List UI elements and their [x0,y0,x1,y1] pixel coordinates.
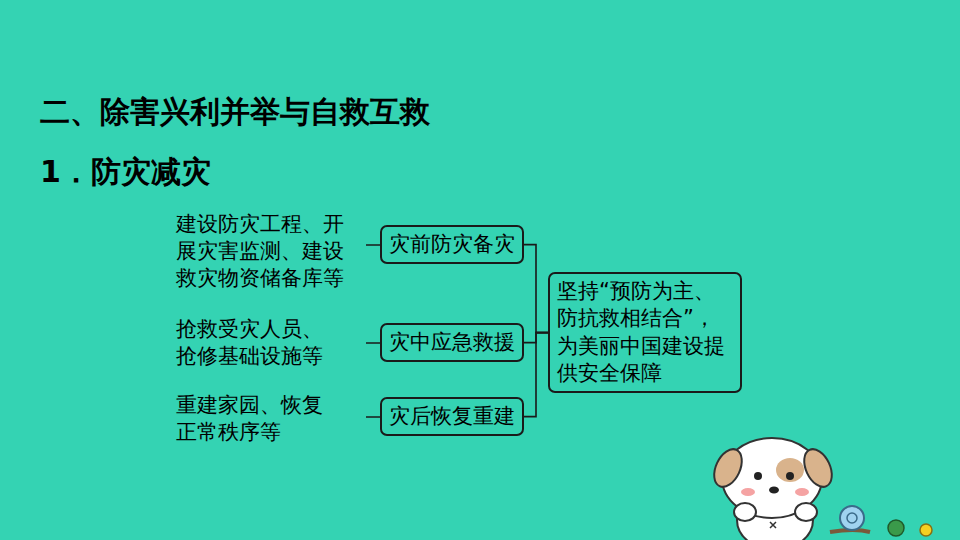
box-text: 坚持“预防为主、 防抗救相结合”， 为美丽中国建设提 供安全保障 [557,278,733,387]
leader-line [366,342,380,344]
bracket-connector [524,245,548,333]
leader-line [366,416,380,418]
bracket-connector [524,333,548,417]
text-box: 坚持“预防为主、 防抗救相结合”， 为美丽中国建设提 供安全保障 [548,272,742,393]
box-text: 灾后恢复重建 [389,403,515,430]
text-box: 灾中应急救援 [380,323,524,362]
box-text: 灾前防灾备灾 [389,231,515,258]
dog-illustration [709,438,838,540]
snail-illustration [830,506,932,536]
note-text: 抢救受灾人员、 抢修基础设施等 [176,316,330,370]
text-box: 灾前防灾备灾 [380,225,524,264]
section-heading: 1．防灾减灾 [40,152,211,193]
slide-title: 二、除害兴利并举与自救互救 [40,92,430,133]
note-text: 建设防灾工程、开 展灾害监测、建设 救灾物资储备库等 [176,211,351,292]
leader-line [366,244,380,246]
text-box: 灾后恢复重建 [380,397,524,436]
box-text: 灾中应急救援 [389,329,515,356]
note-text: 重建家园、恢复 正常秩序等 [176,392,330,446]
